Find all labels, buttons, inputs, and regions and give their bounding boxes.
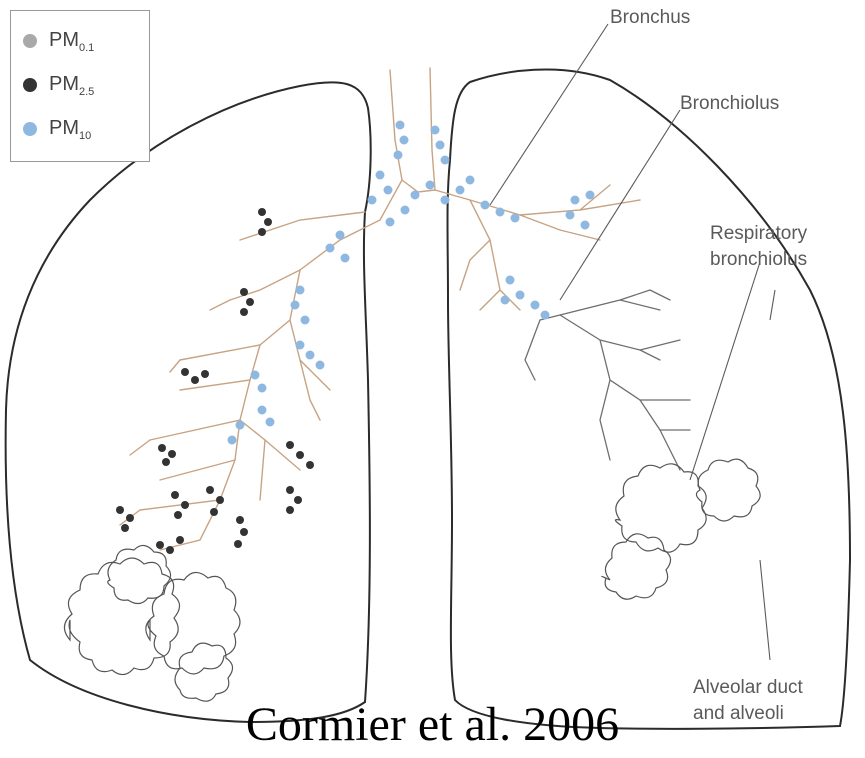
label-respiratory-line1: Respiratory <box>710 222 807 246</box>
legend-swatch <box>23 122 37 136</box>
pm2-5-particles <box>116 208 314 554</box>
label-respiratory-line2: bronchiolus <box>710 248 807 272</box>
legend-swatch <box>23 34 37 48</box>
label-bronchus: Bronchus <box>610 6 690 30</box>
pm10-particles <box>228 121 595 445</box>
alveoli-cluster-right <box>602 459 760 599</box>
airway-tree-right <box>435 185 640 310</box>
left-lung-outline <box>6 82 371 722</box>
bronchiole-tree-right <box>525 290 690 470</box>
right-lung-outline <box>448 69 851 728</box>
label-alveolar-line1: Alveolar duct <box>693 676 803 700</box>
alveoli-cluster-left <box>64 545 240 701</box>
citation: Cormier et al. 2006 <box>0 698 865 752</box>
legend-swatch <box>23 78 37 92</box>
label-bronchiolus: Bronchiolus <box>680 92 779 116</box>
label-leaders <box>490 24 775 660</box>
